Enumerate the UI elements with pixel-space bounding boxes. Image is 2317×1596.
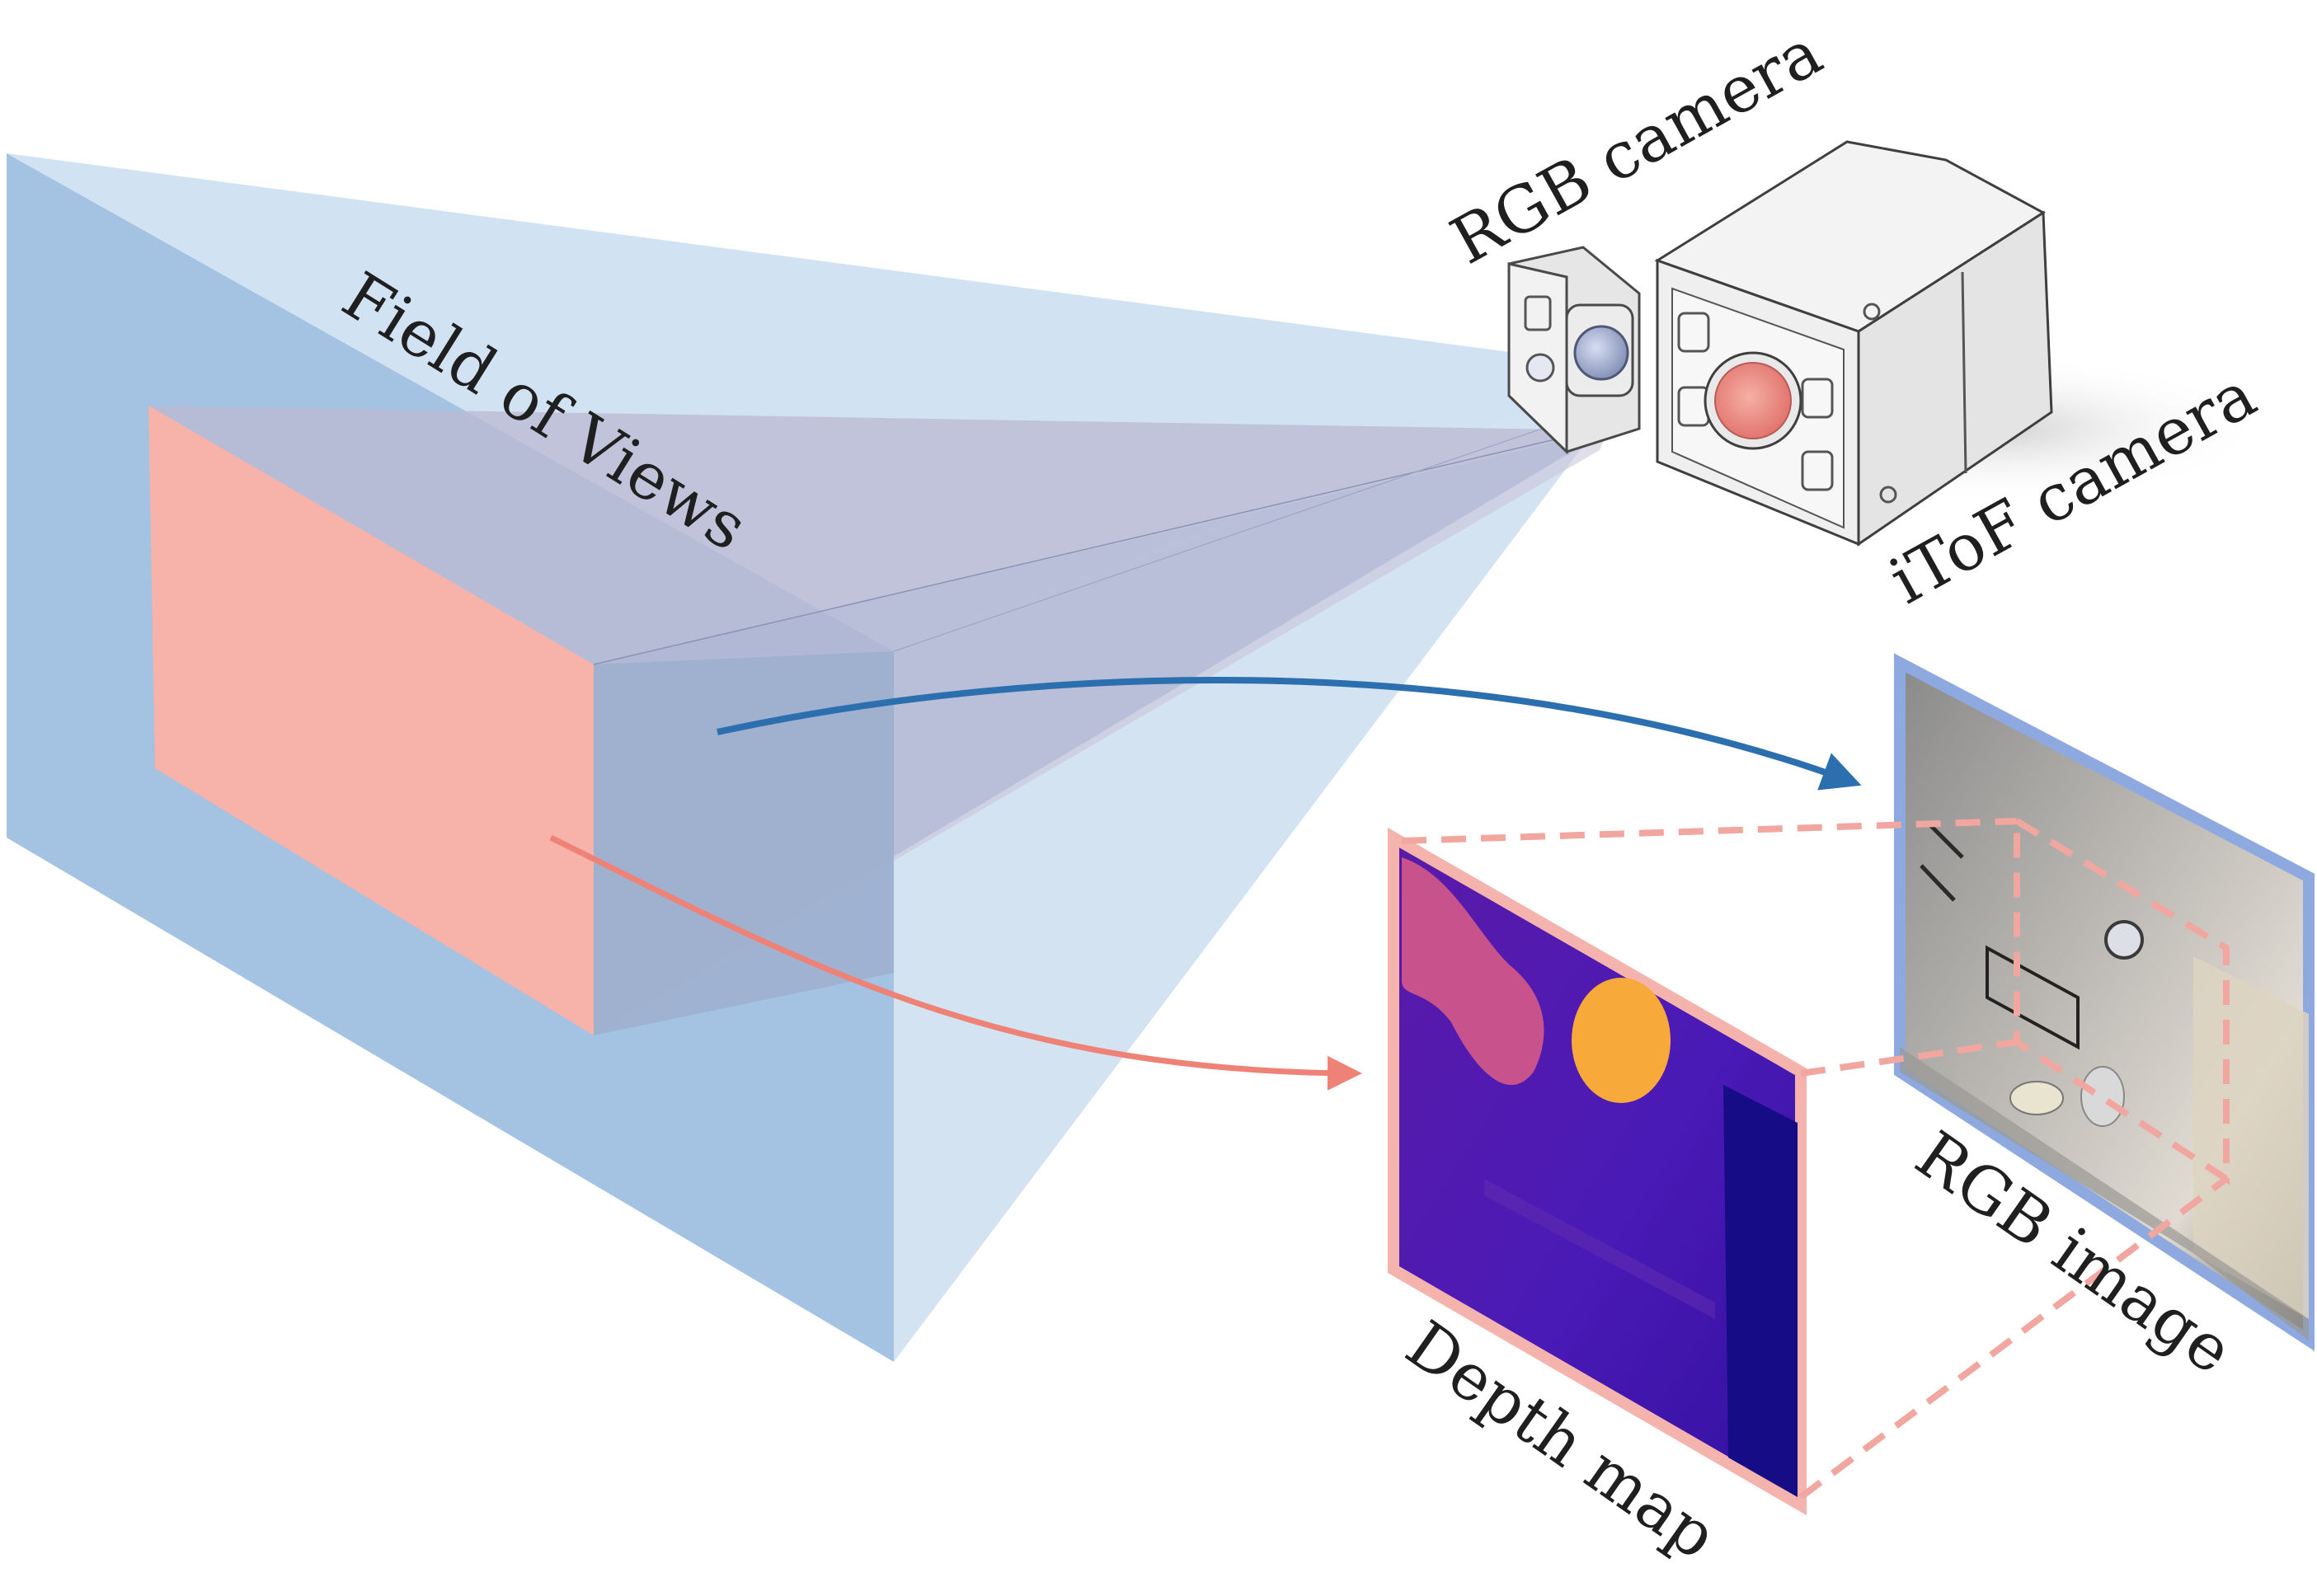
depth-map-panel bbox=[1388, 827, 1807, 1516]
rgb-image-panel bbox=[1894, 653, 2315, 1351]
rgb-camera-module-icon bbox=[1507, 246, 1641, 455]
depth-fov-volume bbox=[148, 406, 1609, 1035]
rgb-mapping-arrow bbox=[717, 676, 1862, 791]
itof-camera-module-icon bbox=[1654, 140, 2053, 547]
correspondence-dashes bbox=[1401, 814, 2230, 1500]
depth-mapping-arrow bbox=[549, 834, 1362, 1091]
